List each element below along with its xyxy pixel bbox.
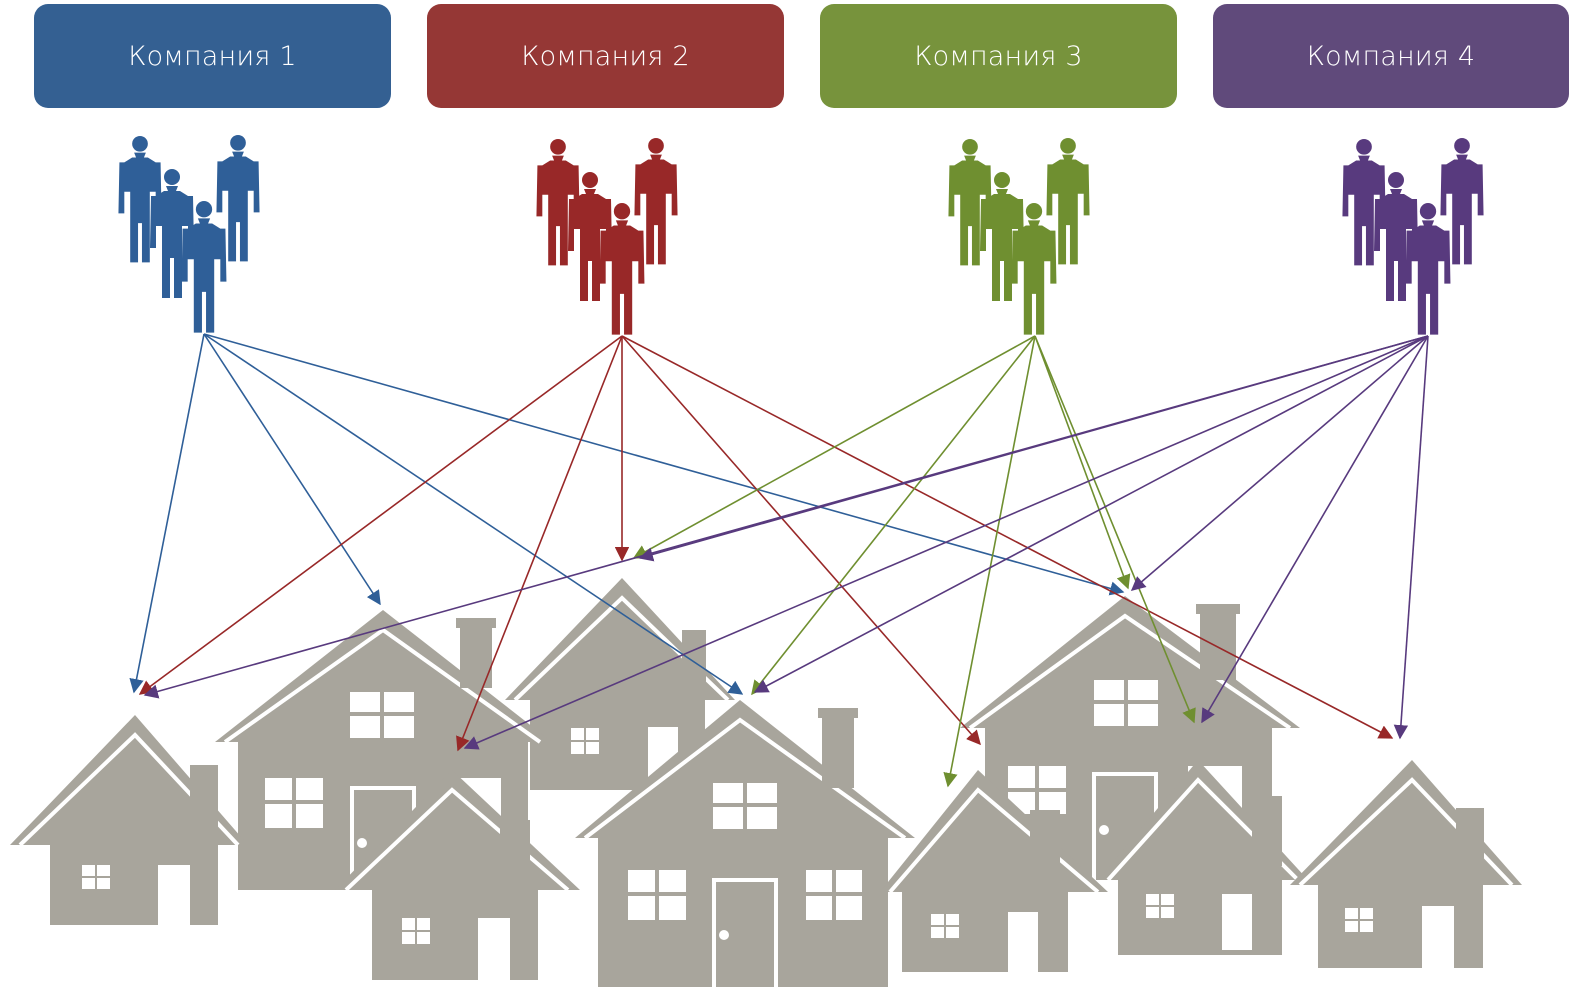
house-icon — [880, 770, 1108, 972]
arrow-c2-h7 — [621, 335, 981, 746]
arrow-c3-h5 — [751, 335, 1036, 696]
arrow-c1-h8 — [203, 333, 1125, 596]
people-group-4-icon — [1342, 137, 1484, 335]
people-group-3-icon — [948, 137, 1090, 335]
arrow-c2-h10 — [621, 335, 1394, 739]
house-icon — [575, 700, 915, 987]
arrow-c1-h5 — [203, 333, 744, 695]
arrow-c4-h10 — [1393, 335, 1429, 740]
arrow-c1-h2 — [203, 333, 381, 606]
company-3-label: Компания 3 — [914, 40, 1083, 72]
arrow-c4-h5 — [753, 335, 1429, 693]
company-3-box: Компания 3 — [820, 4, 1177, 108]
arrow-c4-h9 — [1201, 335, 1429, 724]
connection-arrows — [129, 333, 1429, 788]
people-group-1-icon — [118, 134, 260, 333]
arrow-c2-h4 — [456, 335, 623, 752]
company-2-box: Компания 2 — [427, 4, 784, 108]
company-4-box: Компания 4 — [1213, 4, 1569, 108]
house-icon — [1290, 760, 1522, 968]
arrow-c3-h6 — [943, 335, 1036, 788]
arrow-c2-h1 — [138, 335, 623, 695]
arrow-c3-h4 — [632, 335, 1036, 559]
house-icon — [10, 715, 248, 925]
company-2-label: Компания 2 — [521, 40, 690, 72]
arrow-c3-h8 — [1034, 335, 1131, 590]
house-icon — [1098, 760, 1308, 955]
house-icon — [335, 770, 580, 980]
arrow-c3-h9 — [1034, 335, 1196, 724]
arrow-c4-h4 — [463, 335, 1429, 750]
company-1-box: Компания 1 — [34, 4, 391, 108]
company-1-label: Компания 1 — [128, 40, 297, 72]
arrow-c4-h3 — [638, 335, 1429, 562]
arrow-c4-h8 — [1130, 335, 1429, 591]
people-group-2-icon — [536, 137, 678, 335]
neighborhood-houses — [10, 578, 1522, 987]
company-4-label: Компания 4 — [1306, 40, 1476, 72]
arrow-c1-h1 — [129, 333, 205, 694]
